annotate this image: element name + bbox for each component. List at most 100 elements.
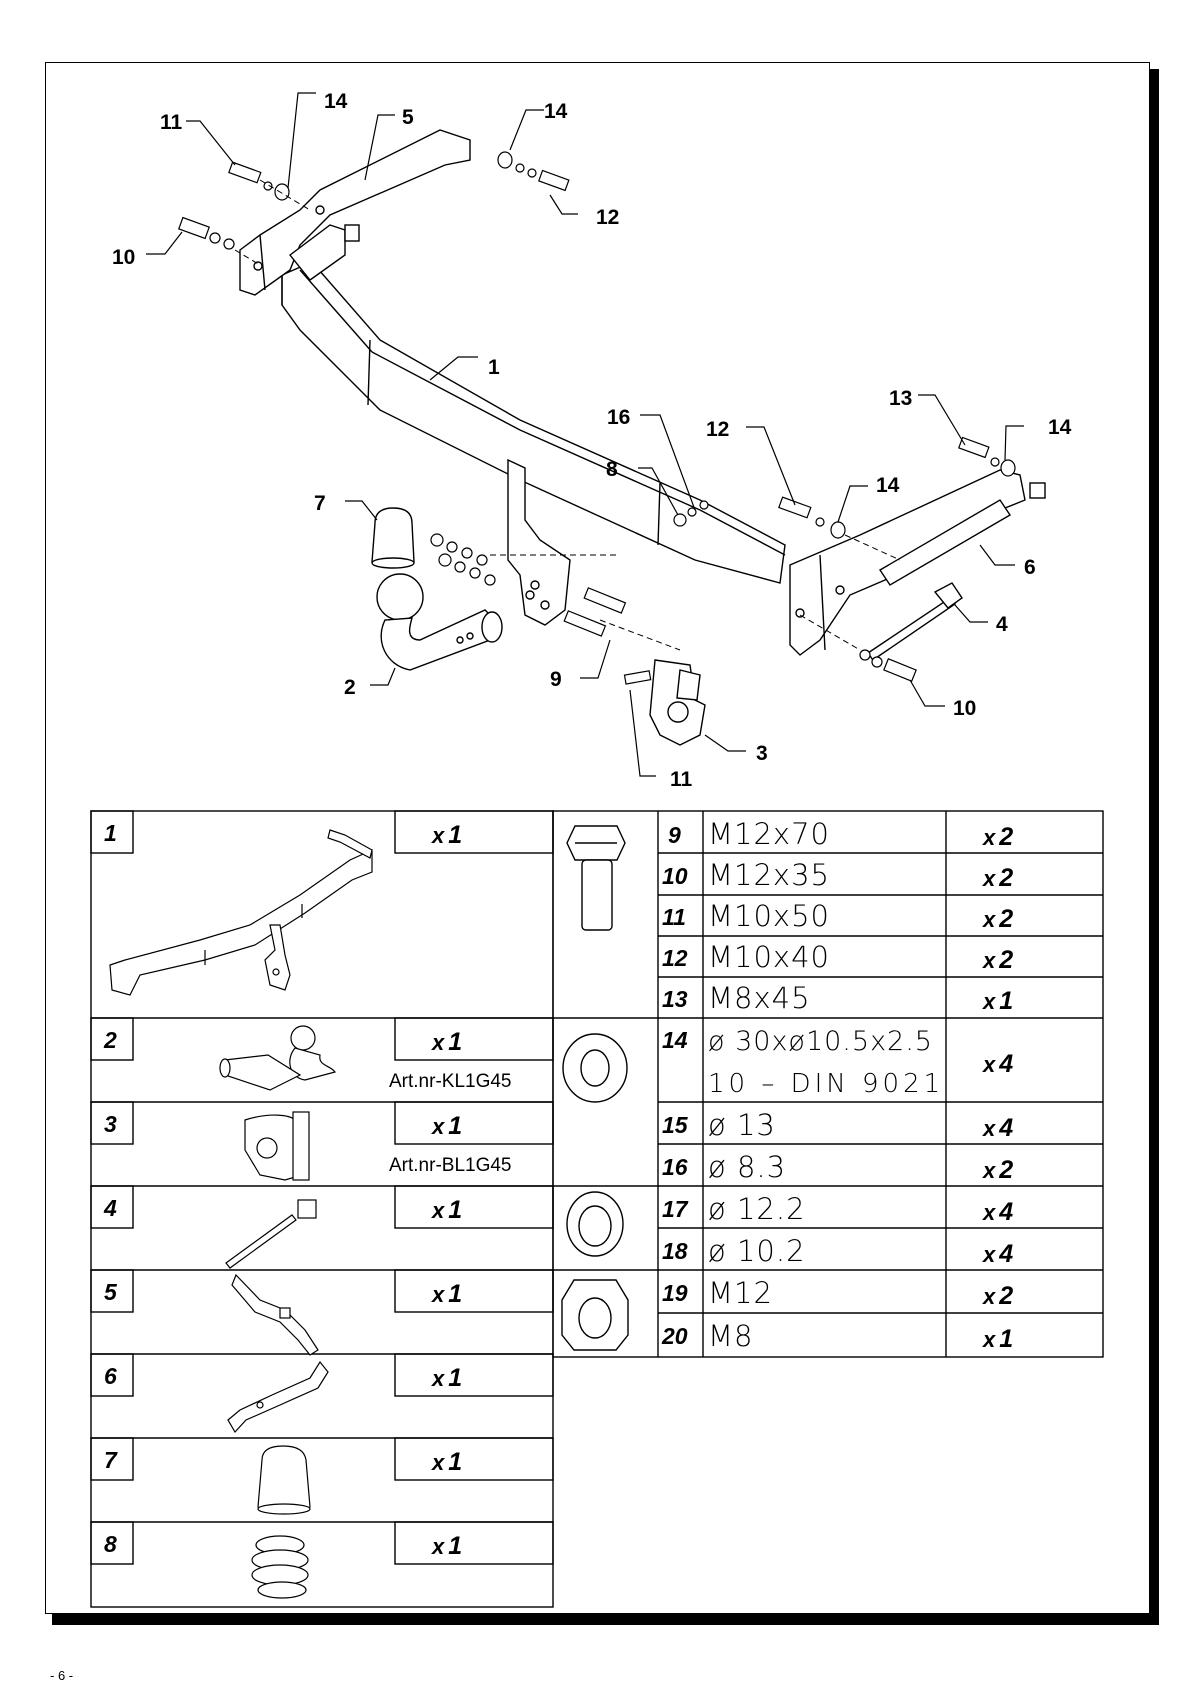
thumb-left-bracket — [231, 1273, 319, 1356]
part-number: 8 — [104, 1531, 117, 1557]
callout-11-right: 12 — [706, 418, 729, 441]
callout-9: 9 — [550, 668, 562, 691]
spec: M12x70 — [708, 817, 830, 851]
callout-14-right: 14 — [1048, 416, 1072, 439]
part-number: 17 — [662, 1196, 689, 1222]
article-number: Art.nr-KL1G45 — [389, 1071, 512, 1092]
towball-drawing — [376, 573, 503, 671]
callout-11-left: 11 — [160, 111, 183, 134]
thumb-spring — [251, 1535, 309, 1599]
part-number: 18 — [662, 1238, 688, 1264]
thumb-right-bracket — [227, 1360, 329, 1434]
spec: M8x45 — [708, 981, 811, 1015]
callout-labels: 11 14 5 14 12 10 1 16 8 12 13 14 14 6 4 … — [112, 90, 1072, 791]
callout-16: 16 — [607, 406, 630, 429]
left-table-thumbnails — [109, 829, 373, 1599]
spec: M12x35 — [708, 858, 830, 892]
left-bracket-drawing — [239, 129, 471, 296]
right-table-thumbnails — [561, 825, 629, 1351]
thumb-socket-plate — [244, 1111, 310, 1181]
callout-5: 5 — [402, 106, 414, 129]
part-number: 3 — [104, 1111, 117, 1137]
spec: M12 — [708, 1276, 773, 1310]
part-number: 4 — [103, 1195, 117, 1221]
part-number: 10 — [662, 863, 688, 889]
callout-12-top: 12 — [596, 206, 619, 229]
callout-14-top-left: 14 — [324, 90, 348, 113]
callout-8: 8 — [606, 458, 618, 481]
callout-13: 11 — [670, 768, 693, 791]
parts-table — [90, 810, 1104, 1608]
spec: M10x50 — [708, 899, 830, 933]
assembly-lines — [234, 179, 901, 651]
callout-leaders — [146, 92, 1024, 777]
thumb-spring-washer — [566, 1191, 624, 1257]
hardware-drawing — [178, 151, 1016, 685]
callout-10-left: 10 — [112, 246, 135, 269]
thumb-cap — [257, 1445, 311, 1515]
spec: ø 30xø10.5x2.5 — [708, 1026, 933, 1057]
left-cell-boxes — [90, 810, 554, 1565]
callout-14-middle: 14 — [876, 474, 900, 497]
callout-3: 3 — [756, 742, 768, 765]
part-number: 12 — [662, 945, 688, 971]
spec: ø 8.3 — [708, 1150, 786, 1184]
callout-14-top-right: 14 — [544, 100, 568, 123]
exploded-diagram — [178, 129, 1046, 746]
callout-1: 1 — [488, 356, 500, 379]
cap-drawing — [371, 507, 415, 569]
part-number: 1 — [104, 820, 117, 846]
callout-7: 7 — [314, 492, 326, 515]
thumb-crossbar — [109, 829, 373, 996]
spec-line-2: 10 – DIN 9021 — [708, 1069, 944, 1099]
thumb-strap — [225, 1199, 317, 1269]
part-number: 13 — [662, 986, 688, 1012]
part-number: 20 — [661, 1323, 688, 1349]
part-number: 6 — [104, 1363, 117, 1389]
thumb-bolt — [566, 825, 626, 931]
callout-6: 6 — [1024, 556, 1036, 579]
callout-12-right: 13 — [889, 387, 912, 410]
right-bracket-drawing — [789, 469, 1046, 656]
part-number: 14 — [662, 1027, 688, 1053]
page-number: - 6 - — [50, 1668, 74, 1683]
callout-2: 2 — [344, 676, 356, 699]
part-number: 11 — [662, 904, 686, 930]
part-number: 2 — [103, 1027, 117, 1053]
part-number: 5 — [104, 1279, 118, 1305]
thumb-towball — [219, 1025, 336, 1091]
spec: ø 10.2 — [708, 1234, 806, 1268]
part-number: 16 — [662, 1154, 688, 1180]
part-number: 7 — [104, 1447, 118, 1473]
spec: M10x40 — [708, 940, 830, 974]
article-number: Art.nr-BL1G45 — [389, 1155, 512, 1176]
